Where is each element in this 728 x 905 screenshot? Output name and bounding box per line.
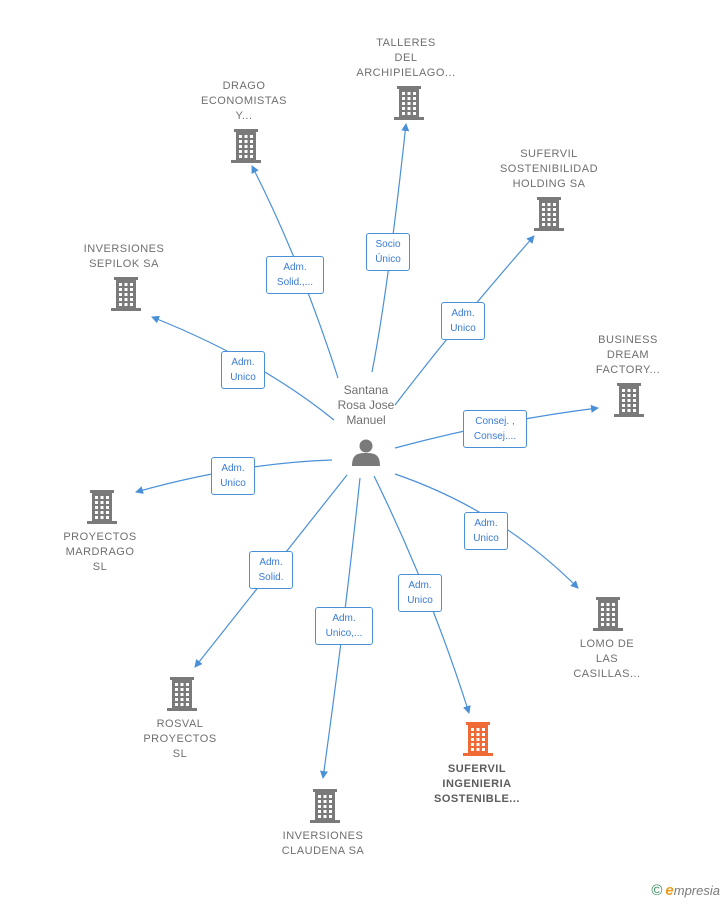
node-label-talleres[interactable]: TALLERES DEL ARCHIPIELAGO... [356,37,456,79]
building-icon-sufervil-ingenieria[interactable] [463,722,493,756]
copyright-mark: © [651,882,663,899]
edge-label-talleres[interactable]: Socio Único [366,233,410,271]
edge-label-sepilok[interactable]: Adm. Unico [221,351,265,389]
logo-e: e [665,882,674,899]
building-icon-rosval[interactable] [167,677,197,711]
edge-label-drago[interactable]: Adm. Solid.,... [266,256,324,294]
edge-label-lomo[interactable]: Adm. Unico [464,512,508,550]
building-icon-mardrago[interactable] [87,490,117,524]
node-label-sufervil-holding[interactable]: SUFERVIL SOSTENIBILIDAD HOLDING SA [499,148,599,190]
node-label-lomo[interactable]: LOMO DE LAS CASILLAS... [573,638,641,680]
building-icon-claudena[interactable] [310,789,340,823]
empresia-logo: ©empresia [651,882,720,899]
node-label-sufervil-ingenieria[interactable]: SUFERVIL INGENIERIA SOSTENIBLE... [434,763,520,805]
edge-label-business-dream[interactable]: Consej. , Consej.... [463,410,527,448]
edge-label-rosval[interactable]: Adm. Solid. [249,551,293,589]
person-icon[interactable] [352,439,380,467]
edge-label-sufervil-ingenieria[interactable]: Adm. Unico [398,574,442,612]
building-icon-lomo[interactable] [593,597,623,631]
building-icon-sufervil-holding[interactable] [534,197,564,231]
logo-text: mpresia [673,883,720,898]
building-icon-drago[interactable] [231,129,261,163]
edge-label-mardrago[interactable]: Adm. Unico [211,457,255,495]
edge-label-sufervil-holding[interactable]: Adm. Unico [441,302,485,340]
node-label-claudena[interactable]: INVERSIONES CLAUDENA SA [281,830,365,857]
node-label-drago[interactable]: DRAGO ECONOMISTAS Y... [201,80,287,122]
building-icon-sepilok[interactable] [111,277,141,311]
edge-label-claudena[interactable]: Adm. Unico,... [315,607,373,645]
node-label-business-dream[interactable]: BUSINESS DREAM FACTORY... [595,334,661,376]
building-icon-talleres[interactable] [394,86,424,120]
node-label-mardrago[interactable]: PROYECTOS MARDRAGO SL [63,531,137,573]
building-icon-business-dream[interactable] [614,383,644,417]
node-label-rosval[interactable]: ROSVAL PROYECTOS SL [143,718,217,760]
node-label-sepilok[interactable]: INVERSIONES SEPILOK SA [83,243,165,270]
center-person-label[interactable]: Santana Rosa Jose Manuel [337,383,395,427]
